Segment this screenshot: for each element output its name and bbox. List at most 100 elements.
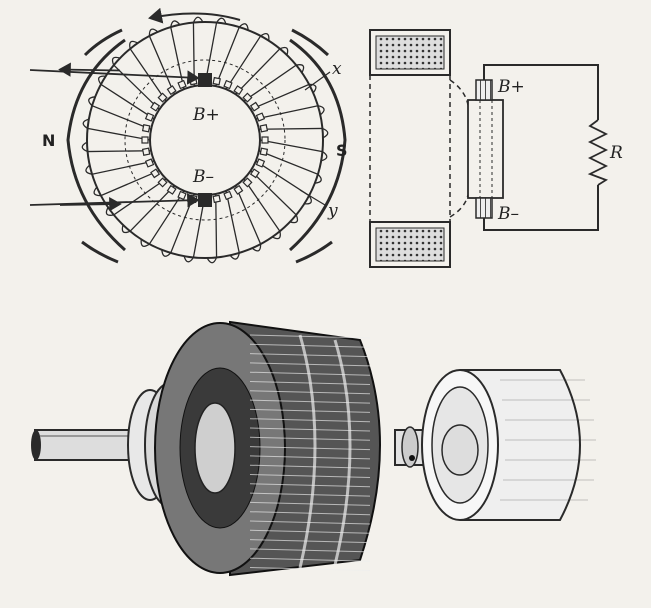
- commutator-segment: [223, 79, 233, 90]
- drum-slot: [249, 390, 371, 395]
- circuit-label-brush-negative: B–: [497, 204, 519, 224]
- winding-turn: [225, 190, 240, 260]
- winding-turn: [243, 64, 305, 102]
- ring-windings: [81, 16, 329, 264]
- drum-slot: [249, 567, 371, 571]
- drum-slot: [249, 492, 371, 497]
- south-pole-shoe: [288, 28, 347, 264]
- drum-slot: [249, 334, 371, 339]
- circuit-diagram: B+ B– R: [369, 29, 623, 268]
- commutator-segment: [261, 136, 269, 144]
- commutator-segment: [255, 112, 266, 122]
- winding-turn: [93, 169, 160, 197]
- commutator-segment: [150, 168, 161, 179]
- commutator-segment: [212, 194, 221, 204]
- commutator-segment: [212, 76, 221, 86]
- ring-armature-diagram: N S B+ B– x y: [29, 7, 348, 264]
- brush-plus: [475, 79, 493, 101]
- winding-turn: [250, 170, 299, 224]
- commutator-segment: [157, 177, 168, 188]
- commutator-segment: [259, 147, 269, 156]
- drum-slot: [249, 399, 371, 404]
- drum-slot: [249, 557, 371, 562]
- winding-turn: [85, 160, 155, 175]
- drum-slot: [249, 362, 371, 367]
- circuit-label-brush-positive: B+: [497, 77, 525, 97]
- commutator-segment: [141, 136, 149, 144]
- drum-slot: [249, 548, 371, 553]
- commutator-segment: [144, 112, 155, 122]
- winding-turn: [255, 105, 325, 120]
- commutator-segment: [177, 79, 187, 90]
- commutator-segment: [189, 194, 198, 204]
- circuit-label-resistor: R: [609, 143, 623, 163]
- brush-bottom: [198, 193, 212, 207]
- circuit-wire: [483, 64, 599, 120]
- winding-turn: [148, 28, 176, 95]
- commutator-segment: [157, 92, 168, 103]
- winding-turn: [121, 185, 175, 234]
- winding-turn: [206, 193, 218, 264]
- winding-turn: [225, 33, 270, 90]
- rotation-arrow: [148, 7, 241, 24]
- commutator-segment: [249, 168, 260, 179]
- commutator-segment: [242, 177, 253, 188]
- winding-turn: [105, 178, 167, 216]
- winding-turn: [258, 127, 329, 139]
- armature-outline: [369, 75, 469, 222]
- drum-slot: [249, 529, 371, 534]
- winding-turn: [192, 16, 204, 87]
- commutator-segment: [223, 190, 233, 201]
- winding-turn: [259, 139, 328, 162]
- brush-top: [198, 73, 212, 87]
- commutator-segment: [144, 158, 155, 168]
- winding-turn: [129, 40, 167, 102]
- commutator-segment: [249, 101, 260, 112]
- winding-turn: [183, 194, 206, 263]
- label-north: N: [42, 131, 55, 150]
- label-point-x: x: [332, 59, 342, 79]
- drum-slot: [249, 343, 371, 348]
- commutator-segment: [233, 184, 244, 195]
- ring-mid: [124, 59, 286, 221]
- winding-turn: [111, 56, 160, 110]
- drum-slot: [249, 483, 371, 488]
- armature-drawing: [31, 320, 596, 577]
- winding-turn: [81, 141, 152, 153]
- drum-slot: [249, 539, 371, 544]
- commutator-segment: [259, 124, 269, 133]
- winding-turn: [98, 75, 155, 120]
- winding-turn: [88, 96, 152, 130]
- commutator-segment: [141, 124, 151, 133]
- commutator: [467, 99, 504, 199]
- ring-outer: [86, 21, 324, 259]
- winding-turn: [235, 46, 289, 95]
- commutator-segment: [141, 147, 151, 156]
- resistor: [587, 119, 609, 186]
- commutator-segment: [166, 184, 177, 195]
- drum-slot: [249, 353, 371, 358]
- label-south: S: [336, 141, 348, 160]
- label-point-y: y: [327, 201, 338, 221]
- winding-turn: [170, 20, 185, 90]
- commutator-segments: [141, 76, 269, 204]
- winding-turn: [250, 83, 317, 111]
- label-brush-negative: B–: [192, 167, 214, 187]
- winding-turn: [82, 118, 151, 141]
- commutator-segment: [177, 190, 187, 201]
- winding-turn: [255, 160, 312, 205]
- commutator-segment: [166, 85, 177, 96]
- brush-minus: [475, 197, 493, 219]
- winding-turn: [243, 178, 281, 240]
- winding-turn: [161, 193, 195, 257]
- commutator-segment: [255, 158, 266, 168]
- commutator-segment: [242, 92, 253, 103]
- winding-turn: [140, 190, 185, 247]
- label-brush-positive: B+: [192, 105, 220, 125]
- lead-top: [29, 69, 200, 85]
- winding-turn: [234, 185, 262, 252]
- commutator-segment: [150, 101, 161, 112]
- winding-turn: [258, 150, 322, 184]
- north-pole-shoe: [66, 28, 126, 264]
